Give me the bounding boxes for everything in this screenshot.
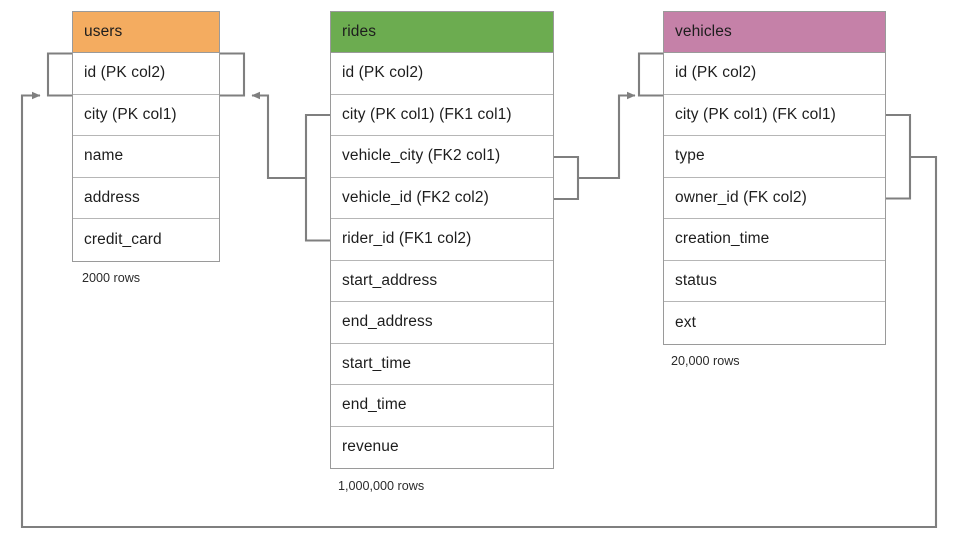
connector-users-right-bracket — [220, 52, 246, 97]
connector-vehicles-right-bracket — [886, 113, 912, 200]
column-label: name — [84, 147, 124, 165]
table-row[interactable]: ext — [664, 302, 885, 344]
table-vehicles-row-count: 20,000 rows — [671, 354, 740, 368]
table-row[interactable]: status — [664, 261, 885, 302]
table-row[interactable]: id (PK col2) — [331, 53, 553, 95]
connector-rides-fk1-bracket — [304, 113, 330, 242]
table-vehicles-header: vehicles — [664, 12, 885, 53]
column-label: vehicle_city (FK2 col1) — [342, 147, 501, 165]
column-label: id (PK col2) — [84, 64, 166, 82]
table-rides-header: rides — [331, 12, 553, 53]
column-label: id (PK col2) — [675, 64, 757, 82]
table-row[interactable]: start_address — [331, 261, 553, 302]
table-row[interactable]: city (PK col1) (FK1 col1) — [331, 95, 553, 136]
connector-rides-fk2-to-vehicles — [578, 91, 636, 180]
column-label: city (PK col1) (FK1 col1) — [342, 105, 512, 123]
column-label: address — [84, 188, 140, 206]
connector-users-left-bracket — [46, 52, 72, 97]
column-label: type — [675, 147, 705, 165]
connector-vehicles-left-bracket — [637, 52, 663, 97]
table-row[interactable]: creation_time — [664, 219, 885, 261]
table-row[interactable]: city (PK col1) (FK col1) — [664, 95, 885, 136]
column-label: credit_card — [84, 230, 162, 248]
column-label: owner_id (FK col2) — [675, 188, 807, 206]
table-users[interactable]: users id (PK col2) city (PK col1) name a… — [72, 11, 220, 262]
column-label: city (PK col1) — [84, 105, 177, 123]
table-users-header: users — [73, 12, 219, 53]
table-row[interactable]: name — [73, 136, 219, 178]
table-row[interactable]: rider_id (FK1 col2) — [331, 219, 553, 261]
table-row[interactable]: start_time — [331, 344, 553, 385]
table-row[interactable]: vehicle_id (FK2 col2) — [331, 178, 553, 219]
table-row[interactable]: owner_id (FK col2) — [664, 178, 885, 219]
table-rides-title: rides — [342, 23, 377, 40]
column-label: creation_time — [675, 230, 770, 248]
table-row[interactable]: end_address — [331, 302, 553, 344]
column-label: end_time — [342, 396, 407, 414]
table-row[interactable]: id (PK col2) — [73, 53, 219, 95]
column-label: start_address — [342, 271, 438, 289]
table-rides-row-count: 1,000,000 rows — [338, 479, 425, 493]
column-label: id (PK col2) — [342, 64, 424, 82]
table-row[interactable]: credit_card — [73, 219, 219, 261]
table-row[interactable]: end_time — [331, 385, 553, 427]
connector-rides-fk1-to-users — [251, 91, 306, 180]
table-vehicles[interactable]: vehicles id (PK col2) city (PK col1) (FK… — [663, 11, 886, 345]
column-label: rider_id (FK1 col2) — [342, 230, 472, 248]
connector-rides-fk2-bracket — [554, 155, 580, 201]
column-label: city (PK col1) (FK col1) — [675, 105, 836, 123]
table-row[interactable]: city (PK col1) — [73, 95, 219, 136]
column-label: end_address — [342, 313, 433, 331]
table-row[interactable]: address — [73, 178, 219, 219]
column-label: start_time — [342, 354, 412, 372]
column-label: vehicle_id (FK2 col2) — [342, 188, 489, 206]
table-users-title: users — [84, 23, 123, 40]
table-row[interactable]: id (PK col2) — [664, 53, 885, 95]
table-row[interactable]: revenue — [331, 427, 553, 469]
table-users-row-count: 2000 rows — [82, 271, 141, 285]
table-rides[interactable]: rides id (PK col2) city (PK col1) (FK1 c… — [330, 11, 554, 469]
column-label: revenue — [342, 438, 399, 456]
table-row[interactable]: vehicle_city (FK2 col1) — [331, 136, 553, 178]
column-label: ext — [675, 313, 696, 331]
table-row[interactable]: type — [664, 136, 885, 178]
column-label: status — [675, 271, 717, 289]
table-vehicles-title: vehicles — [675, 23, 732, 40]
